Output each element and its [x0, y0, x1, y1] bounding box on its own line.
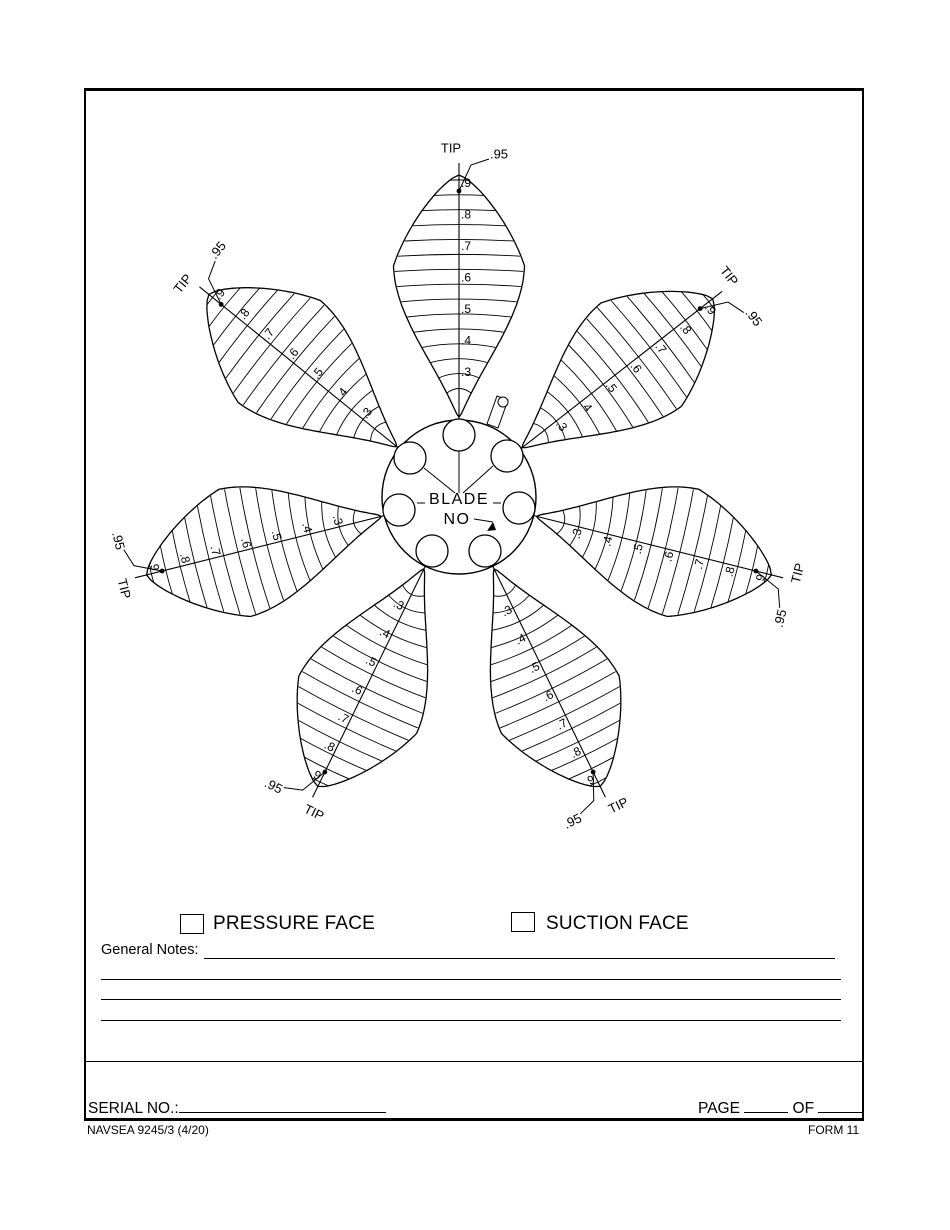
blade-tip-leader [700, 301, 745, 313]
blade-radius-label: .5 [269, 529, 285, 542]
general-notes-line-4[interactable] [101, 1020, 841, 1021]
blade-tip-label: TIP [717, 263, 741, 288]
suction-face-label: SUCTION FACE [546, 913, 689, 934]
blade-radius-label: .3 [569, 527, 585, 540]
blade-tip-leader [123, 549, 163, 572]
blade-tip-label: TIP [606, 794, 631, 816]
general-notes-line-3[interactable] [101, 999, 841, 1000]
blade-tip-fraction: .95 [206, 238, 229, 261]
blade-reference-line [533, 515, 784, 579]
serial-number-row: SERIAL NO.: [88, 1100, 386, 1118]
blade-radius-label: .9 [752, 572, 768, 585]
hub-pointer-arrowhead [487, 522, 496, 531]
blade-tip-arrowhead [456, 188, 462, 194]
hub-key-pin-hole [497, 396, 509, 408]
blade-tip-leader [579, 772, 595, 815]
blade-tip-arrowhead [590, 769, 596, 775]
form-id: NAVSEA 9245/3 (4/20) [87, 1123, 209, 1137]
form-number: FORM 11 [808, 1123, 860, 1137]
hub-bolt-circle [382, 493, 416, 527]
page-label: PAGE [698, 1100, 740, 1117]
blade-reference-line [134, 515, 385, 579]
blade-tip-arrowhead [218, 302, 224, 307]
blade-radius-label: .8 [177, 552, 193, 565]
blade-tip-label: TIP [302, 801, 327, 823]
blade-radius-label: .5 [630, 542, 646, 555]
blade-tip-arrowhead [753, 568, 759, 574]
blade-tip-fraction: .95 [262, 775, 285, 796]
form-frame [84, 88, 864, 1121]
blade-radius-label: .6 [238, 536, 254, 549]
blade-reference-line [199, 286, 400, 449]
blade-tip-label: TIP [115, 577, 134, 600]
blade-tip-leader [283, 771, 326, 791]
blade-radius-label: .3 [330, 513, 346, 526]
blade-tip-fraction: .95 [771, 608, 790, 629]
blade-outline [206, 287, 398, 448]
of-label: OF [792, 1100, 815, 1117]
blade-tip-fraction: .95 [742, 306, 765, 329]
blade-radius-label: .3 [461, 365, 471, 379]
blade-tip-leader [458, 158, 490, 192]
blade-radius-label: .7 [461, 239, 471, 253]
page-count-row: PAGE OF [698, 1100, 863, 1118]
blade-tip-fraction: .95 [561, 810, 584, 831]
blade-tip-leader [207, 260, 222, 305]
blade-radius-label: .9 [461, 176, 471, 190]
hub-spoke-line [462, 465, 494, 494]
blade-tip-fraction: .95 [490, 146, 508, 161]
blade-tip-label: TIP [441, 140, 461, 155]
blade-radius-label: .8 [722, 565, 738, 578]
blade-radius-label: .6 [461, 271, 471, 285]
blade-radius-label: .4 [461, 334, 471, 348]
serial-number-label: SERIAL NO.: [88, 1100, 179, 1117]
hub-bolt-circle [468, 534, 502, 568]
hub-bolt-circle [490, 439, 524, 473]
blade-tip-fraction: .95 [109, 530, 128, 551]
blade-reference-line [492, 565, 606, 798]
blade-tip-arrowhead [697, 306, 703, 312]
hub-pointer-line [473, 518, 494, 523]
blade-tip-arrowhead [322, 769, 328, 775]
serial-number-field[interactable] [178, 1100, 386, 1113]
hub-spoke-line [423, 467, 456, 494]
blade-radius-label: .7 [208, 544, 224, 557]
blade-outline [145, 486, 383, 618]
blade-radius-label: .6 [661, 550, 677, 563]
hub-label-blade: BLADE [429, 491, 489, 508]
blade-outline [535, 486, 773, 618]
general-notes-line-2[interactable] [101, 979, 841, 980]
page-total-field[interactable] [818, 1100, 863, 1113]
blade-tip-arrowhead [159, 568, 165, 574]
blade-radius-label: .5 [461, 302, 471, 316]
blade-radius-label: .4 [599, 534, 615, 547]
blade-radius-label: .4 [299, 521, 315, 534]
hub-bolt-circle [442, 418, 476, 452]
hub-bolt-circle [393, 441, 427, 475]
hub-bolt-circle [502, 491, 536, 525]
blade-tip-leader [755, 570, 781, 608]
section-divider [86, 1061, 863, 1062]
blade-radius-label: .7 [691, 557, 707, 570]
general-notes-line-1[interactable] [204, 958, 835, 959]
blade-reference-line [312, 565, 426, 798]
general-notes-label: General Notes: [101, 942, 199, 958]
hub-label-no: NO [444, 511, 471, 528]
pressure-face-label: PRESSURE FACE [213, 913, 376, 934]
suction-face-checkbox[interactable] [511, 912, 535, 932]
pressure-face-checkbox[interactable] [180, 914, 204, 934]
page-number-field[interactable] [744, 1100, 789, 1113]
blade-tip-label: TIP [788, 562, 807, 585]
blade-reference-line [519, 290, 723, 451]
hub-bolt-circle [415, 534, 449, 568]
blade-radius-label: .8 [461, 208, 471, 222]
blade-tip-label: TIP [170, 271, 194, 296]
